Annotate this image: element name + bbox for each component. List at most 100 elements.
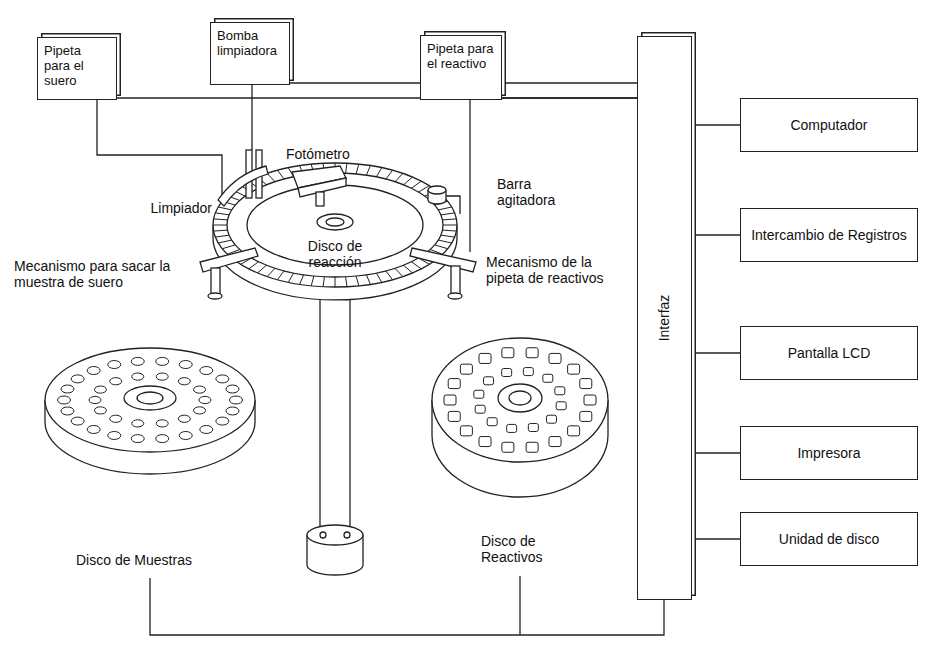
sample-cup (58, 396, 71, 404)
reagent-bottle (526, 348, 538, 358)
cuvette (366, 166, 370, 176)
cuvette (376, 168, 381, 177)
reaction-disc-hub (317, 214, 353, 230)
reaction-disc (213, 163, 457, 287)
cuvette (218, 207, 231, 210)
reagent-bottle (580, 411, 592, 421)
wire (97, 100, 222, 258)
sample-cup (87, 367, 100, 375)
cleaner-arc (218, 166, 268, 206)
reagent-bottle (487, 418, 497, 426)
sample-cup (108, 361, 121, 369)
reagent-bottle (555, 387, 565, 395)
photometer-probe (316, 192, 324, 206)
reagent-bottle (546, 415, 556, 423)
sample-cup (179, 361, 192, 369)
reagent-bottle (526, 442, 538, 452)
node-text: Pantalla LCD (788, 345, 871, 362)
part-label: Fotómetro (286, 146, 366, 162)
reagent-bottle (507, 424, 517, 432)
cuvette (438, 207, 451, 210)
cuvette (277, 170, 284, 179)
sample-cup (108, 431, 121, 439)
cuvette (323, 277, 324, 287)
sample-cup (110, 415, 122, 422)
reagent-bottle (556, 402, 566, 410)
wire (519, 576, 520, 635)
sample-cup (156, 420, 168, 427)
pipette-box: Pipeta para el reactivo (420, 35, 502, 100)
sample-post (211, 268, 220, 296)
sample-cup (200, 367, 213, 375)
device-box: Pantalla LCD (740, 326, 918, 380)
sample-cup (226, 385, 239, 393)
sample-cup (71, 375, 84, 383)
cuvette (442, 230, 456, 232)
sample-cup (71, 417, 84, 425)
device-box: Impresora (740, 426, 918, 480)
cuvette (376, 273, 381, 282)
cuvette (288, 273, 293, 282)
cuvette (218, 240, 231, 243)
pump-box: Bomba limpiadora (210, 22, 290, 85)
sample-cup (178, 415, 190, 422)
cuvette (404, 265, 413, 273)
cuvette (411, 181, 421, 188)
reagent-bottle (528, 423, 538, 431)
motor-dot (344, 532, 350, 538)
sample-cup (132, 373, 144, 380)
connector-line (692, 352, 740, 353)
connector-line (117, 97, 637, 98)
cuvette (346, 163, 347, 173)
cuvette (386, 271, 393, 280)
wire (150, 578, 664, 635)
part-label: Disco de Muestras (76, 552, 226, 568)
reagent-bottle (568, 426, 580, 436)
sample-post-base (208, 293, 222, 299)
connector-line (692, 452, 740, 453)
cuvette (442, 218, 456, 220)
sample-cup (216, 417, 229, 425)
cuvette (214, 218, 228, 220)
part-label: Mecanismo de la pipeta de reactivos (486, 254, 632, 286)
sample-arm (200, 248, 258, 272)
sample-cup (110, 378, 122, 385)
part-label: Disco de Reactivos (481, 533, 567, 565)
reagent-bottle (484, 377, 494, 385)
reagent-bottle (460, 364, 472, 374)
device-box: Unidad de disco (740, 512, 918, 566)
reagent-bottle (543, 374, 553, 382)
cuvette (395, 268, 403, 276)
cuvette (213, 225, 227, 226)
reagent-bottle (502, 348, 514, 358)
cuvette (435, 245, 448, 249)
cuvette (346, 277, 347, 287)
reagent-bottle (502, 442, 514, 452)
cuvette (356, 276, 359, 286)
reagent-disc-hole (509, 391, 531, 405)
node-text: Impresora (797, 445, 860, 462)
cuvette (311, 276, 314, 286)
sample-cup (94, 407, 106, 414)
reagent-bottle (479, 353, 491, 363)
cuvette (335, 277, 336, 287)
cuvette (441, 235, 455, 237)
sample-cup (179, 431, 192, 439)
sample-cup (156, 373, 168, 380)
cuvette (438, 240, 451, 243)
interface-bar: Interfaz (637, 36, 692, 600)
connector-line (692, 124, 740, 125)
cuvette (277, 271, 284, 280)
sample-cup (132, 420, 144, 427)
sample-cup (94, 386, 106, 393)
sample-cup (131, 357, 144, 365)
part-label: Disco de reacción (295, 238, 375, 270)
sample-cup (226, 407, 239, 415)
node-text: Bomba limpiadora (217, 28, 283, 58)
sample-cup (89, 396, 101, 403)
sample-cup (156, 357, 169, 365)
reagent-post (451, 266, 460, 296)
part-label: Limpiador (128, 200, 212, 216)
node-text: Pipeta para el reactivo (427, 41, 495, 71)
reagent-bottle (460, 426, 472, 436)
